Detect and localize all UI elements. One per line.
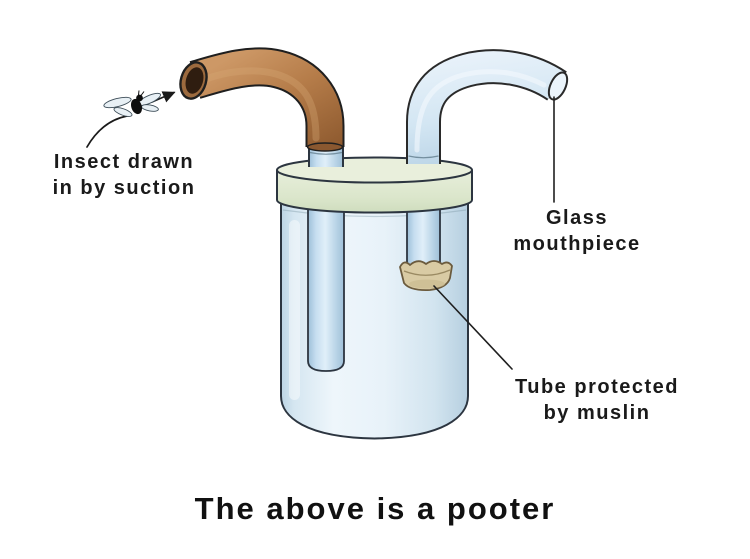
caption: The above is a pooter <box>194 491 556 526</box>
jar-lid <box>276 156 473 214</box>
muslin-leader-line <box>433 285 513 370</box>
mouthpiece-label: Glass mouthpiece <box>513 207 641 255</box>
jar-highlight <box>289 220 300 400</box>
insect-leader-curve <box>86 115 128 148</box>
insect-label: Insect drawn in by suction <box>52 151 196 199</box>
right-inner-tube <box>406 203 441 267</box>
jar-rim-line-2 <box>282 209 467 218</box>
rubber-tube-end-rim <box>306 142 344 152</box>
muslin-label: Tube protected by muslin <box>515 376 679 424</box>
insect-icon <box>103 90 161 117</box>
insect-group <box>86 90 176 148</box>
muslin-cap <box>399 260 453 292</box>
left-inner-tube <box>307 203 345 372</box>
glass-tube-tip <box>547 71 569 101</box>
glass-mouthpiece-tube <box>406 49 569 164</box>
rubber-tube <box>179 47 345 152</box>
